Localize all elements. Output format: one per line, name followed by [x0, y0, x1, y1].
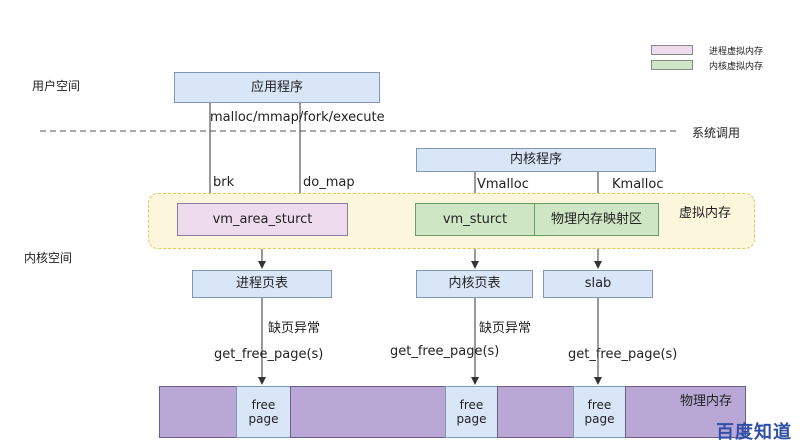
label-kmalloc: Kmalloc [612, 177, 664, 192]
zone-syscall: 系统调用 [692, 126, 741, 140]
free-page-line1: free [251, 398, 276, 412]
node-slab: slab [543, 270, 653, 298]
label-gfp-1: get_free_page(s) [214, 347, 324, 362]
zone-kernel-space: 内核空间 [24, 251, 73, 265]
phys-mem-segment [497, 386, 574, 438]
legend-swatch-kernel-vm [651, 60, 693, 70]
node-vm-sturct: vm_sturct [415, 203, 535, 236]
node-app: 应用程序 [174, 72, 380, 103]
zone-physical-memory: 物理内存 [680, 394, 733, 409]
free-page-2: free page [445, 386, 498, 438]
free-page-line1: free [587, 398, 612, 412]
zone-user-space: 用户空间 [32, 79, 81, 93]
free-page-line2: page [248, 412, 279, 426]
node-kern-pagetable: 内核页表 [416, 270, 533, 298]
free-page-line1: free [459, 398, 484, 412]
phys-mem-segment [159, 386, 237, 438]
label-gfp-3: get_free_page(s) [568, 347, 678, 362]
label-do-map: do_map [303, 175, 355, 190]
label-page-fault-2: 缺页异常 [479, 321, 532, 336]
node-proc-pagetable: 进程页表 [192, 270, 332, 298]
node-vm-area-sturct: vm_area_sturct [177, 203, 348, 236]
zone-virtual-memory: 虚拟内存 [679, 206, 732, 221]
legend-label-kernel-vm: 内核虚拟内存 [709, 62, 764, 72]
legend-label-process-vm: 进程虚拟内存 [709, 47, 764, 57]
label-syscalls: malloc/mmap/fork/execute [210, 110, 385, 125]
free-page-1: free page [236, 386, 291, 438]
phys-mem-segment [625, 386, 746, 438]
label-vmalloc: Vmalloc [477, 177, 529, 192]
phys-mem-segment [290, 386, 446, 438]
node-kernel-prog: 内核程序 [416, 148, 656, 172]
free-page-line2: page [456, 412, 487, 426]
node-phys-map: 物理内存映射区 [534, 203, 659, 236]
free-page-line2: page [584, 412, 615, 426]
free-page-3: free page [573, 386, 626, 438]
watermark-logo: 百度知道 [716, 422, 792, 443]
label-page-fault-1: 缺页异常 [268, 321, 321, 336]
legend-swatch-process-vm [651, 45, 693, 55]
label-brk: brk [213, 175, 235, 190]
label-gfp-2: get_free_page(s) [390, 344, 500, 359]
